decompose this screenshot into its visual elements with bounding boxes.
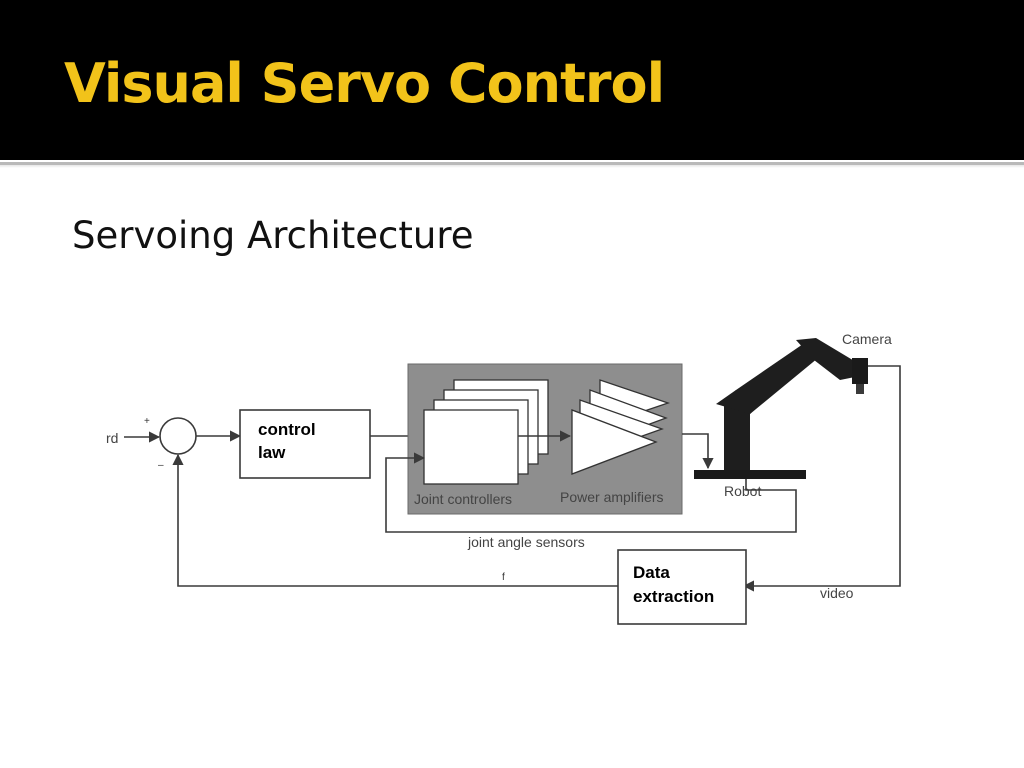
control-law-box [239,409,371,479]
amplifier-to-robot-arrow [682,433,714,470]
camera-lens [856,384,864,394]
title-bar [0,0,1024,160]
joint-controller-card-front [423,409,519,485]
robot-wrist [796,338,860,380]
data-extraction-box [617,549,747,625]
slide-subtitle: Servoing Architecture [72,214,474,257]
video-feed-line [742,365,901,592]
control-law-label-line1: control [258,420,316,439]
joint-angle-sensors-label: joint angle sensors [467,534,585,550]
camera-body [852,358,868,384]
sum-plus-sign: + [144,416,150,427]
data-extraction-label-line2: extraction [633,587,714,606]
feature-feedback-line [172,453,618,587]
power-amplifier-triangle-front [571,409,658,475]
joint-sensor-feedback-line [385,452,797,533]
feedback-label: f [502,572,505,583]
diagram-canvas: rd + – control law Joint controllers Pow… [106,331,901,625]
robot-label: Robot [724,483,761,499]
robot-base [694,470,806,479]
video-label: video [820,585,854,601]
summing-junction [159,417,197,455]
control-law-label-line2: law [258,443,286,462]
joint-controllers-label: Joint controllers [414,491,512,507]
input-label: rd [106,430,118,446]
camera-label: Camera [842,331,892,347]
servo-architecture-diagram: rd + – control law Joint controllers Pow… [96,318,916,640]
title-divider [0,160,1024,168]
data-extraction-label-line1: Data [633,563,670,582]
robot-upper-link [716,342,818,414]
sum-minus-sign: – [158,460,164,471]
power-amplifiers-label: Power amplifiers [560,489,663,505]
slide-title: Visual Servo Control [64,52,665,115]
